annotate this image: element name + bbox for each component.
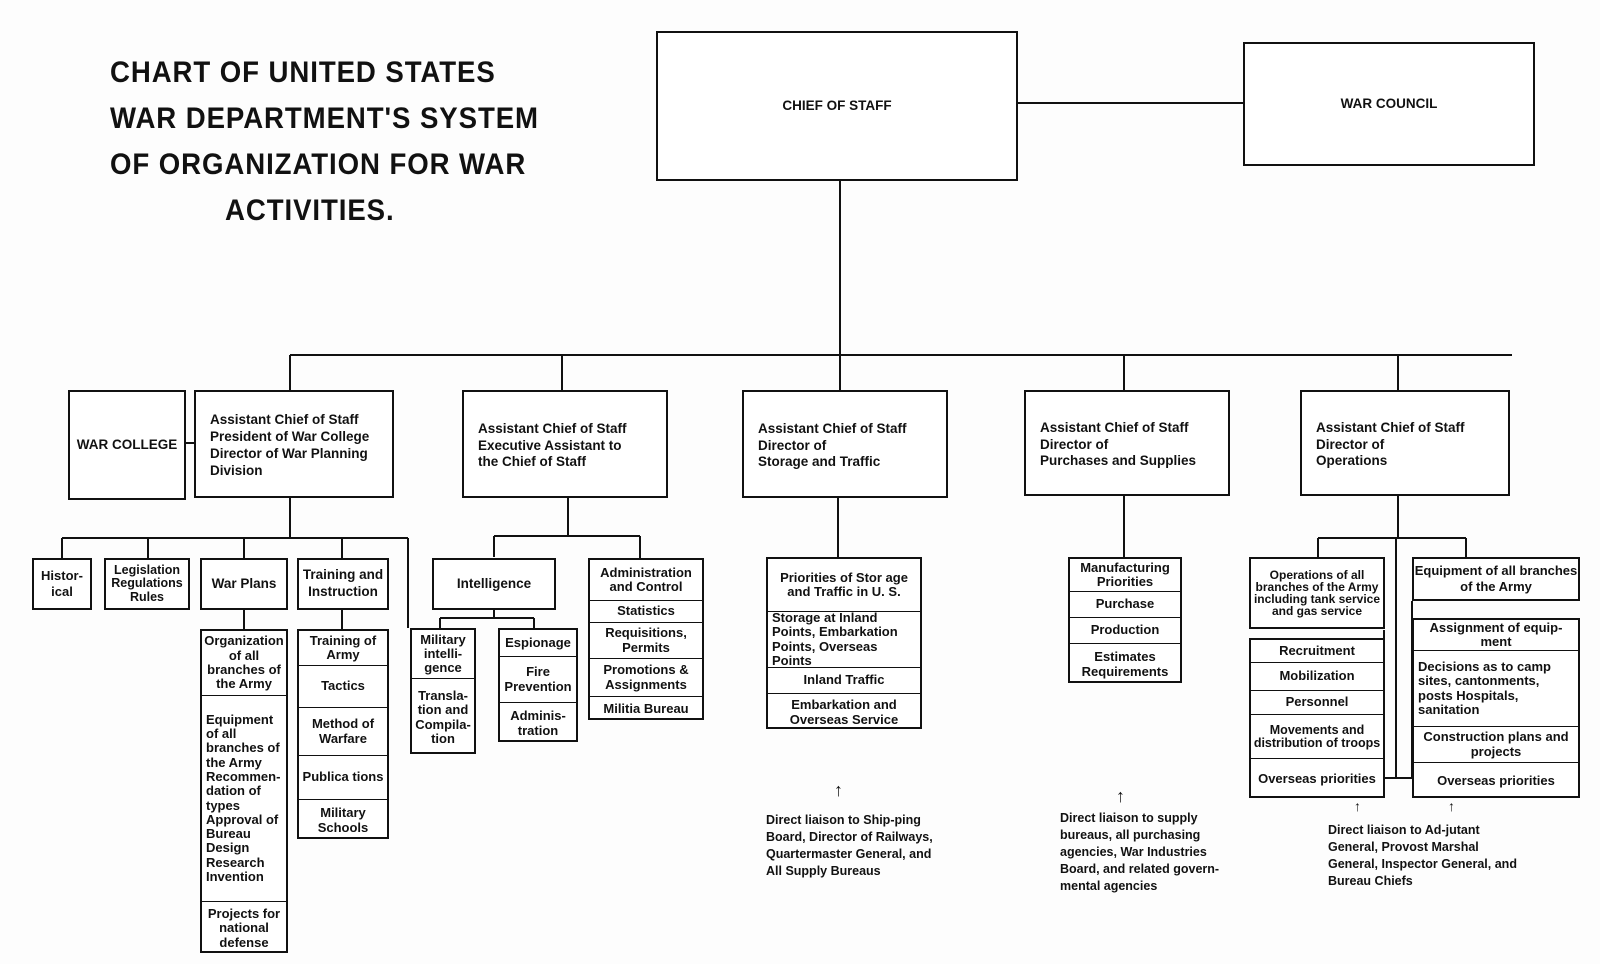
war-plans-item: Organization of all branches of the Army xyxy=(204,633,284,692)
legislation-label: Legislation Regulations Rules xyxy=(111,563,183,604)
training-label: Training and Instruction xyxy=(302,567,384,599)
operations-unit: Mobilization xyxy=(1251,662,1383,690)
war-council-box: WAR COUNCIL xyxy=(1243,42,1535,166)
intelligence-box: Intelligence xyxy=(432,558,556,610)
storage-unit: Storage at Inland Points, Embarkation Po… xyxy=(768,610,920,667)
historical-box: Histor-ical xyxy=(32,558,92,610)
chief-of-staff-box: CHIEF OF STAFF xyxy=(656,31,1018,181)
chart-title: CHART OF UNITED STATES WAR DEPARTMENT'S … xyxy=(110,50,539,234)
purchases-unit: Purchase xyxy=(1070,591,1180,617)
military-intelligence-list: Military intelli-gence Transla-tion and … xyxy=(410,628,476,754)
war-plans-item: Projects for national defense xyxy=(202,901,286,955)
division-line: Storage and Traffic xyxy=(758,454,881,470)
operations-header-box: Operations of all branches of the Army i… xyxy=(1249,557,1385,629)
operations-unit: Movements and distribution of troops xyxy=(1251,714,1383,758)
division-line: Director of xyxy=(1040,436,1109,452)
title-line-3: OF ORGANIZATION FOR WAR xyxy=(110,148,527,181)
war-plans-box: War Plans xyxy=(200,558,288,610)
storage-division-box: Assistant Chief of Staff Director of Sto… xyxy=(742,390,948,498)
training-item: Publica tions xyxy=(299,755,387,799)
intelligence-label: Intelligence xyxy=(456,575,532,591)
equipment-header-box: Equipment of all branches of the Army xyxy=(1412,557,1580,601)
operations-right-list: Assignment of equip-ment Decisions as to… xyxy=(1412,618,1580,798)
division-line: Director of xyxy=(758,437,827,453)
administration-item: Promotions & Assignments xyxy=(590,658,702,696)
espionage-item: Adminis-tration xyxy=(500,702,576,744)
administration-item: Statistics xyxy=(590,600,702,622)
division-line: Executive Assistant to xyxy=(478,437,622,453)
administration-item: Administration and Control xyxy=(600,564,692,594)
executive-division-box: Assistant Chief of Staff Executive Assis… xyxy=(462,390,668,498)
espionage-list: Espionage Fire Prevention Adminis-tratio… xyxy=(498,628,578,742)
division-line: Assistant Chief of Staff xyxy=(758,420,907,436)
up-arrow-icon: ↑ xyxy=(1354,798,1361,814)
purchases-unit: Manufacturing Priorities xyxy=(1080,559,1170,589)
training-box: Training and Instruction xyxy=(297,558,389,610)
war-plans-label: War Plans xyxy=(211,575,277,591)
up-arrow-icon: ↑ xyxy=(1448,798,1455,814)
war-college-box: WAR COLLEGE xyxy=(68,390,186,500)
operations-division-box: Assistant Chief of Staff Director of Ope… xyxy=(1300,390,1510,496)
equipment-unit: Overseas priorities xyxy=(1414,762,1578,800)
training-item: Military Schools xyxy=(299,799,387,841)
historical-label: Histor-ical xyxy=(41,567,83,599)
espionage-item: Fire Prevention xyxy=(500,656,576,702)
division-line: Assistant Chief of Staff xyxy=(478,420,627,436)
division-line: President of War College xyxy=(210,429,370,445)
operations-left-list: Recruitment Mobilization Personnel Movem… xyxy=(1249,638,1385,798)
administration-item: Requisitions, Permits xyxy=(590,622,702,658)
operations-unit: Overseas priorities xyxy=(1251,758,1383,800)
equipment-unit: Decisions as to camp sites, cantonments,… xyxy=(1414,650,1578,726)
division-line: Purchases and Supplies xyxy=(1040,453,1197,469)
division-line: Director of xyxy=(1316,436,1385,452)
war-plans-item: Equipment of all branches of the Army Re… xyxy=(202,695,286,901)
equipment-unit: Assignment of equip-ment xyxy=(1429,619,1563,649)
training-item: Tactics xyxy=(299,665,387,707)
operations-liaison-note: Direct liaison to Ad-jutant General, Pro… xyxy=(1328,823,1517,888)
war-planning-division-box: Assistant Chief of Staff President of Wa… xyxy=(194,390,394,498)
storage-unit: Priorities of Stor age and Traffic in U.… xyxy=(780,569,908,599)
war-college-label: WAR COLLEGE xyxy=(76,436,178,452)
storage-unit: Embarkation and Overseas Service xyxy=(768,693,920,731)
purchases-unit: Production xyxy=(1070,617,1180,643)
storage-unit: Inland Traffic xyxy=(768,667,920,693)
training-item: Method of Warfare xyxy=(299,707,387,755)
espionage-item: Espionage xyxy=(505,634,571,650)
military-intelligence-item: Military intelli-gence xyxy=(420,631,466,676)
war-plans-list: Organization of all branches of the Army… xyxy=(200,629,288,953)
purchases-units-list: Manufacturing Priorities Purchase Produc… xyxy=(1068,557,1182,683)
operations-unit: Recruitment xyxy=(1279,642,1355,658)
storage-units-list: Priorities of Stor age and Traffic in U.… xyxy=(766,557,922,729)
division-line: Assistant Chief of Staff xyxy=(210,412,359,428)
purchases-liaison-note: Direct liaison to supply bureaus, all pu… xyxy=(1060,811,1220,893)
training-item: Training of Army xyxy=(309,632,377,662)
purchases-unit: Estimates Requirements xyxy=(1070,643,1180,685)
administration-list: Administration and Control Statistics Re… xyxy=(588,558,704,720)
training-list: Training of Army Tactics Method of Warfa… xyxy=(297,629,389,839)
division-line: Assistant Chief of Staff xyxy=(1040,419,1189,435)
title-line-2: WAR DEPARTMENT'S SYSTEM xyxy=(110,102,539,135)
military-intelligence-item: Transla-tion and Compila-tion xyxy=(412,678,474,756)
division-line: Director of War Planning xyxy=(210,446,368,461)
equipment-unit: Construction plans and projects xyxy=(1414,726,1578,762)
legislation-box: Legislation Regulations Rules xyxy=(104,558,190,610)
purchases-division-box: Assistant Chief of Staff Director of Pur… xyxy=(1024,390,1230,496)
title-line-1: CHART OF UNITED STATES xyxy=(110,56,496,89)
division-line: the Chief of Staff xyxy=(478,454,586,470)
up-arrow-icon: ↑ xyxy=(1116,786,1125,806)
operations-unit: Operations of all branches of the Army i… xyxy=(1253,568,1381,618)
division-line: Assistant Chief of Staff xyxy=(1316,419,1465,435)
up-arrow-icon: ↑ xyxy=(834,780,843,800)
storage-liaison-note: Direct liaison to Ship-ping Board, Direc… xyxy=(766,813,933,878)
division-line: Division xyxy=(210,462,263,478)
war-council-label: WAR COUNCIL xyxy=(1340,95,1438,111)
division-line: Operations xyxy=(1316,453,1388,469)
title-line-4: ACTIVITIES. xyxy=(225,194,395,227)
equipment-header-label: Equipment of all branches of the Army xyxy=(1414,562,1578,594)
operations-unit: Personnel xyxy=(1251,690,1383,714)
administration-item: Militia Bureau xyxy=(590,696,702,722)
chief-of-staff-label: CHIEF OF STAFF xyxy=(782,97,892,113)
